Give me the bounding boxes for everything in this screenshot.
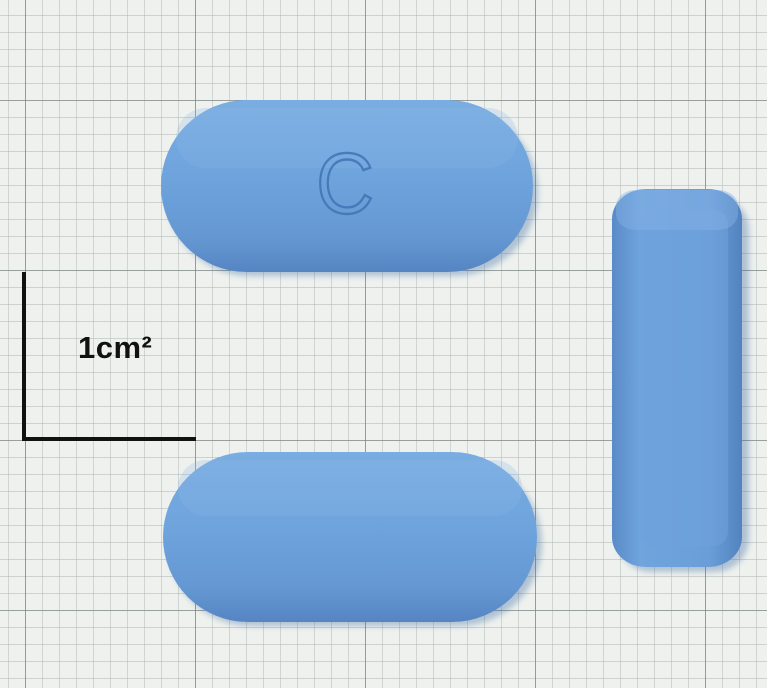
scale-bar-label: 1cm² — [78, 330, 153, 365]
tablet-bottom — [163, 452, 542, 626]
scale-bar — [22, 272, 196, 441]
tablet-side — [612, 189, 749, 572]
tablet-top — [161, 100, 538, 276]
tablet-imprint: C — [315, 134, 375, 232]
